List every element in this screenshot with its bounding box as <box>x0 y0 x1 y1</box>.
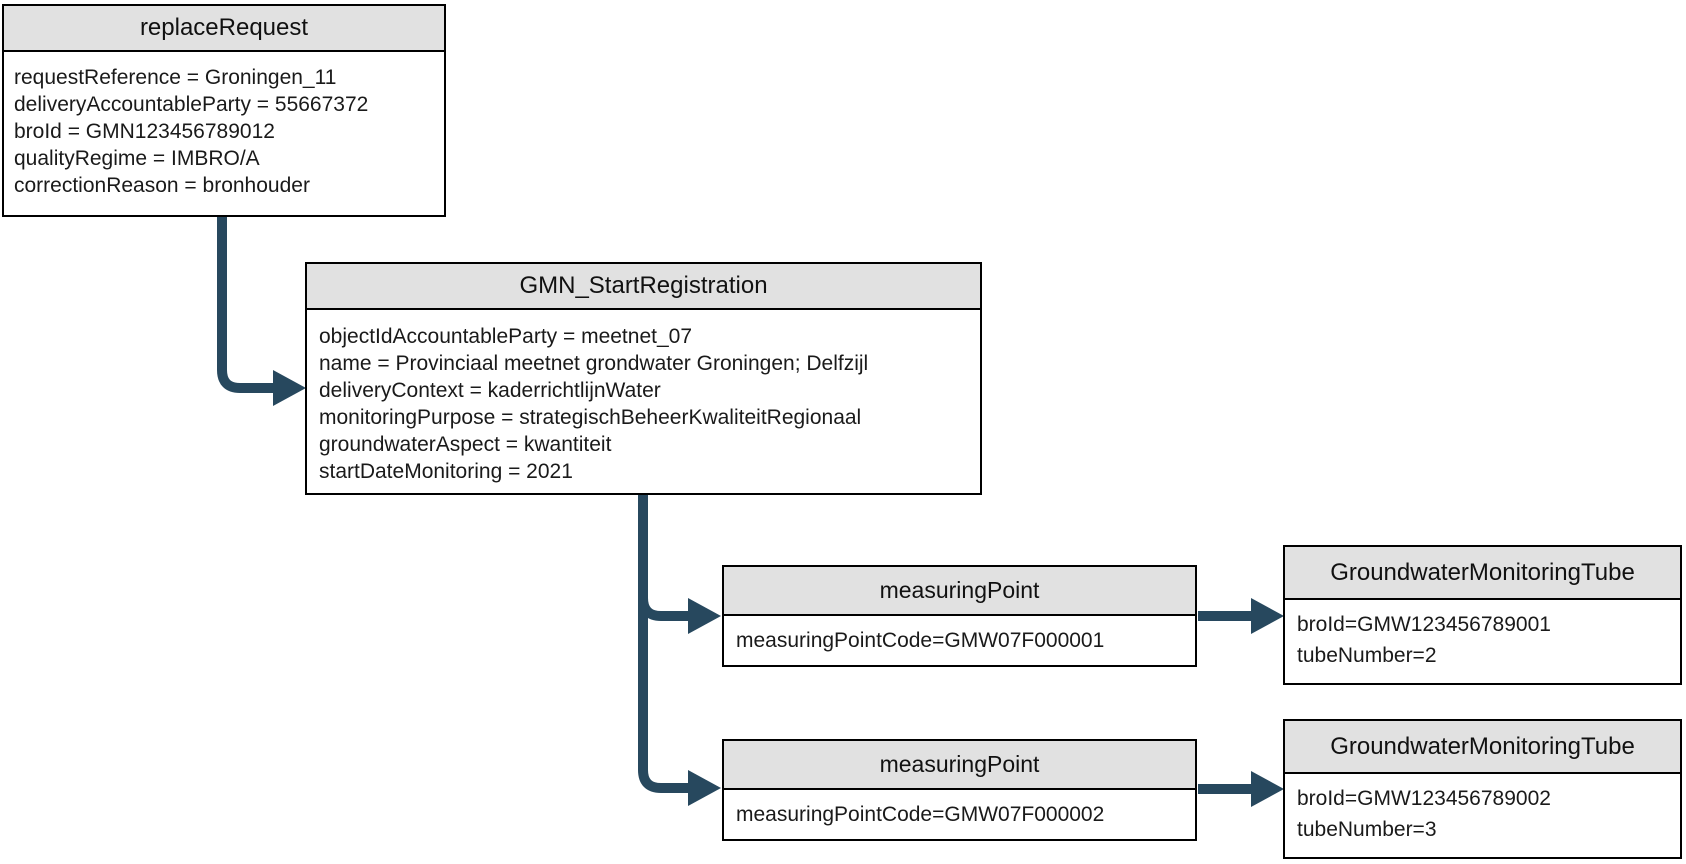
node-attribute: requestReference = Groningen_11 <box>14 66 337 89</box>
node-title: measuringPoint <box>724 567 1195 616</box>
node-groundwater-monitoring-tube-2: GroundwaterMonitoringTube broId=GMW12345… <box>1283 719 1682 859</box>
node-title: GMN_StartRegistration <box>307 264 980 310</box>
node-attribute: name = Provinciaal meetnet grondwater Gr… <box>319 352 869 375</box>
node-attributes: requestReference = Groningen_11 delivery… <box>4 52 444 211</box>
node-title: GroundwaterMonitoringTube <box>1285 721 1680 774</box>
node-attributes: objectIdAccountableParty = meetnet_07 na… <box>307 310 980 498</box>
connector-gmn-to-measuring-point-2 <box>638 493 689 793</box>
node-attributes: measuringPointCode=GMW07F000002 <box>724 790 1195 839</box>
node-attribute: broId=GMW123456789001 <box>1297 613 1551 636</box>
node-title: replaceRequest <box>4 6 444 52</box>
arrowhead-icon <box>1251 771 1284 807</box>
node-title: measuringPoint <box>724 741 1195 790</box>
node-gmn-start-registration: GMN_StartRegistration objectIdAccountabl… <box>305 262 982 495</box>
node-attribute: deliveryContext = kaderrichtlijnWater <box>319 379 661 402</box>
node-replace-request: replaceRequest requestReference = Gronin… <box>2 4 446 217</box>
arrowhead-icon <box>688 598 721 634</box>
connector-replace-request-to-gmn <box>217 215 274 393</box>
connector-gmn-to-measuring-point-1 <box>638 493 689 621</box>
node-attribute: qualityRegime = IMBRO/A <box>14 147 260 170</box>
node-measuring-point-2: measuringPoint measuringPointCode=GMW07F… <box>722 739 1197 841</box>
node-attribute: broId=GMW123456789002 <box>1297 787 1551 810</box>
arrowhead-icon <box>688 770 721 806</box>
node-attribute: broId = GMN123456789012 <box>14 120 275 143</box>
node-attribute: objectIdAccountableParty = meetnet_07 <box>319 325 692 348</box>
node-attribute: measuringPointCode=GMW07F000001 <box>736 628 1105 652</box>
node-attribute: measuringPointCode=GMW07F000002 <box>736 802 1105 826</box>
arrowhead-icon <box>273 370 306 406</box>
node-attribute: startDateMonitoring = 2021 <box>319 460 573 483</box>
node-attribute: tubeNumber=2 <box>1297 644 1437 667</box>
node-title: GroundwaterMonitoringTube <box>1285 547 1680 600</box>
node-attribute: tubeNumber=3 <box>1297 818 1437 841</box>
node-attributes: broId=GMW123456789002 tubeNumber=3 <box>1285 774 1680 854</box>
node-attribute: deliveryAccountableParty = 55667372 <box>14 93 369 116</box>
arrowhead-icon <box>1251 598 1284 634</box>
node-attributes: measuringPointCode=GMW07F000001 <box>724 616 1195 665</box>
node-attributes: broId=GMW123456789001 tubeNumber=2 <box>1285 600 1680 680</box>
node-attribute: correctionReason = bronhouder <box>14 174 310 197</box>
node-groundwater-monitoring-tube-1: GroundwaterMonitoringTube broId=GMW12345… <box>1283 545 1682 685</box>
node-attribute: monitoringPurpose = strategischBeheerKwa… <box>319 406 862 429</box>
node-measuring-point-1: measuringPoint measuringPointCode=GMW07F… <box>722 565 1197 667</box>
node-attribute: groundwaterAspect = kwantiteit <box>319 433 612 456</box>
